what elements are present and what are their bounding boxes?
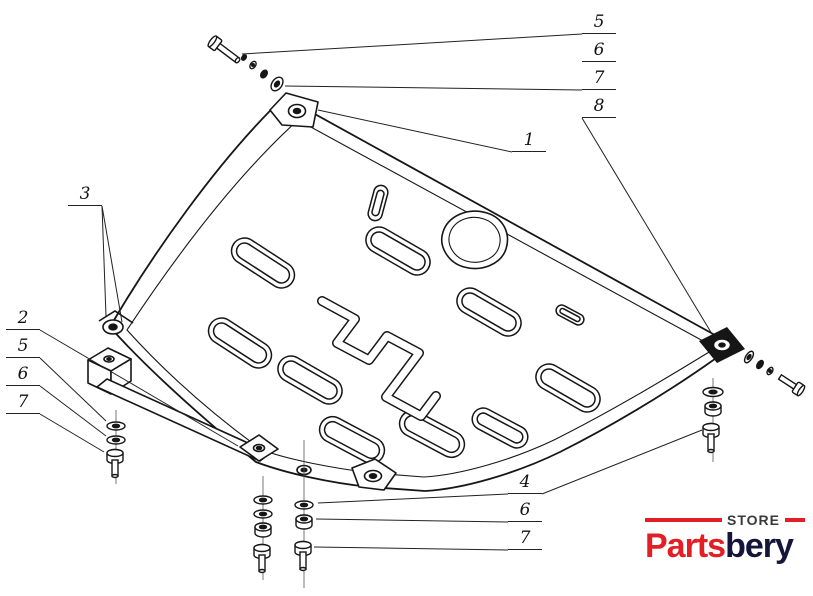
left-corner-mount	[98, 310, 134, 335]
rib-ovals	[207, 226, 601, 465]
callout-6-left: 6	[6, 364, 40, 386]
logo-right-rule	[785, 518, 805, 522]
right-slot	[555, 304, 585, 326]
callout-7-top: 7	[582, 68, 616, 90]
callout-6-bottom: 6	[508, 500, 542, 522]
logo-store-row: STORE	[645, 512, 805, 528]
fastener-stack-right	[743, 350, 806, 397]
fastener-stack-bottom-a	[253, 495, 273, 574]
callout-8-top: 8	[582, 96, 616, 118]
fastener-stack-right-lower	[702, 386, 724, 454]
partsbery-logo: STORE Partsbery	[645, 512, 805, 565]
logo-brand-bery: bery	[725, 527, 794, 565]
callout-7-bottom: 7	[508, 528, 542, 550]
callout-2-left: 2	[6, 308, 40, 330]
bottom-mount-bracket	[296, 458, 397, 491]
top-slot	[367, 184, 389, 222]
leader-lines	[39, 33, 713, 551]
callout-5-left: 5	[6, 336, 40, 358]
plate-body	[109, 96, 734, 492]
top-mount-bracket	[269, 92, 319, 128]
callout-3: 3	[68, 184, 102, 206]
fastener-stack-top-left	[207, 35, 284, 92]
callout-1: 1	[512, 130, 546, 152]
mounting-strap	[87, 347, 279, 462]
fastener-stack-left	[106, 421, 126, 479]
logo-store-label: STORE	[727, 512, 780, 528]
callout-4-bottom: 4	[508, 472, 542, 494]
center-maze-rib	[317, 296, 441, 421]
fastener-stack-bottom-b	[294, 500, 314, 572]
callout-5-top: 5	[582, 12, 616, 34]
callout-6-top: 6	[582, 40, 616, 62]
plate-inner-fold	[126, 119, 718, 478]
logo-left-rule	[645, 518, 723, 522]
right-corner-mount	[699, 327, 745, 363]
callout-7-left: 7	[6, 392, 40, 414]
logo-brand-parts: Parts	[645, 527, 726, 565]
clearance-bump	[441, 210, 509, 270]
logo-brand-name: Partsbery	[645, 527, 805, 565]
